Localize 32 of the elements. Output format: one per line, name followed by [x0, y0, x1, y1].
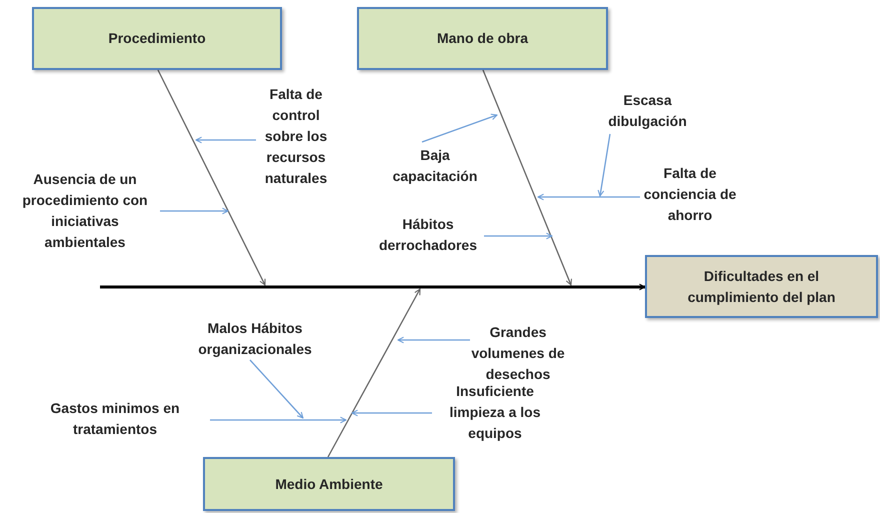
- bone-arrow: [157, 70, 266, 286]
- bone-arrow: [327, 288, 421, 458]
- cause-arrow: [195, 136, 256, 144]
- cause-arrow: [210, 416, 347, 424]
- cause-arrow: [537, 194, 640, 200]
- cause-arrow: [484, 232, 553, 240]
- cause-text: Gastos minimos en tratamientos: [49, 399, 181, 439]
- cause-text: Falta de control sobre los recursos naturales: [264, 85, 328, 188]
- cause-arrow: [422, 114, 498, 143]
- category-box: [357, 7, 608, 70]
- cause-arrow: [351, 410, 432, 416]
- cause-text: Escasa dibulgación: [607, 91, 688, 131]
- category-label: Mano de obra: [436, 29, 528, 48]
- category-label: Procedimiento: [108, 29, 206, 48]
- category-box: [203, 457, 455, 511]
- cause-text: Ausencia de un procedimiento con iniciativas ambientales: [21, 170, 149, 252]
- cause-text: Baja capacitación: [392, 146, 478, 186]
- spine-arrow: [100, 284, 646, 290]
- cause-text: Grandes volumenes de desechos: [470, 322, 566, 384]
- cause-arrow: [160, 208, 229, 214]
- cause-text: Malos Hábitos organizacionales: [197, 319, 313, 359]
- cause-text: Falta de conciencia de ahorro: [642, 164, 738, 224]
- bone-arrow: [482, 70, 572, 286]
- category-label: Dificultades en el cumplimiento del plan: [686, 266, 836, 307]
- category-box: [645, 255, 878, 318]
- cause-arrow: [250, 360, 304, 419]
- cause-arrow: [598, 134, 611, 197]
- cause-text: Hábitos derrochadores: [378, 215, 478, 255]
- category-label: Medio Ambiente: [275, 474, 383, 494]
- cause-text: Insuficiente limpieza a los equipos: [448, 382, 542, 443]
- cause-arrow: [397, 336, 470, 344]
- category-box: [32, 7, 282, 70]
